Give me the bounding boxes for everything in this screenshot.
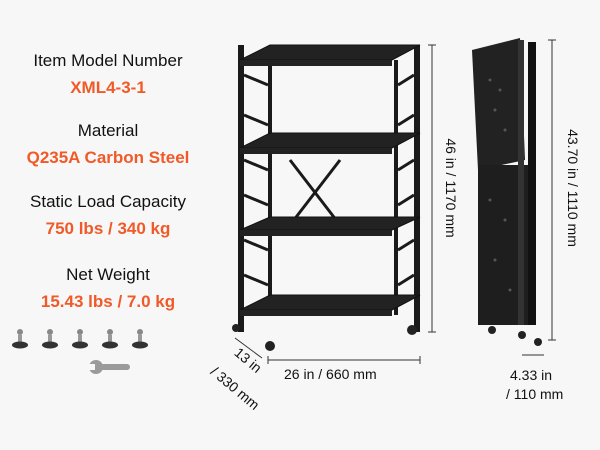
folded-depth-mm: / 110 mm [506, 386, 564, 402]
folded-depth-in: 4.33 in [510, 367, 553, 383]
spec-label: Net Weight [66, 265, 150, 284]
height-dimension: 46 in / 1170 mm [443, 138, 459, 238]
wrench-icon [86, 360, 130, 374]
folded-unit-illustration [472, 38, 542, 346]
spec-load-capacity: Static Load Capacity 750 lbs / 340 kg [0, 191, 216, 240]
spec-value: Q235A Carbon Steel [26, 148, 190, 167]
dimension-lines [234, 39, 556, 364]
spec-material: Material Q235A Carbon Steel [0, 120, 216, 169]
spec-label: Material [77, 121, 139, 140]
leveling-feet-icon [12, 329, 148, 349]
spec-value: XML4-3-1 [70, 78, 146, 97]
width-dimension: 26 in / 660 mm [284, 366, 377, 382]
spec-value: 15.43 lbs / 7.0 kg [40, 292, 176, 311]
spec-net-weight: Net Weight 15.43 lbs / 7.0 kg [0, 264, 216, 313]
spec-label: Static Load Capacity [30, 192, 186, 211]
spec-label: Item Model Number [33, 51, 183, 70]
spec-value: 750 lbs / 340 kg [45, 219, 171, 238]
spec-model: Item Model Number XML4-3-1 [0, 50, 216, 99]
shelf-unit-illustration [232, 44, 421, 351]
folded-height-dimension: 43.70 in / 1110 mm [565, 129, 581, 247]
